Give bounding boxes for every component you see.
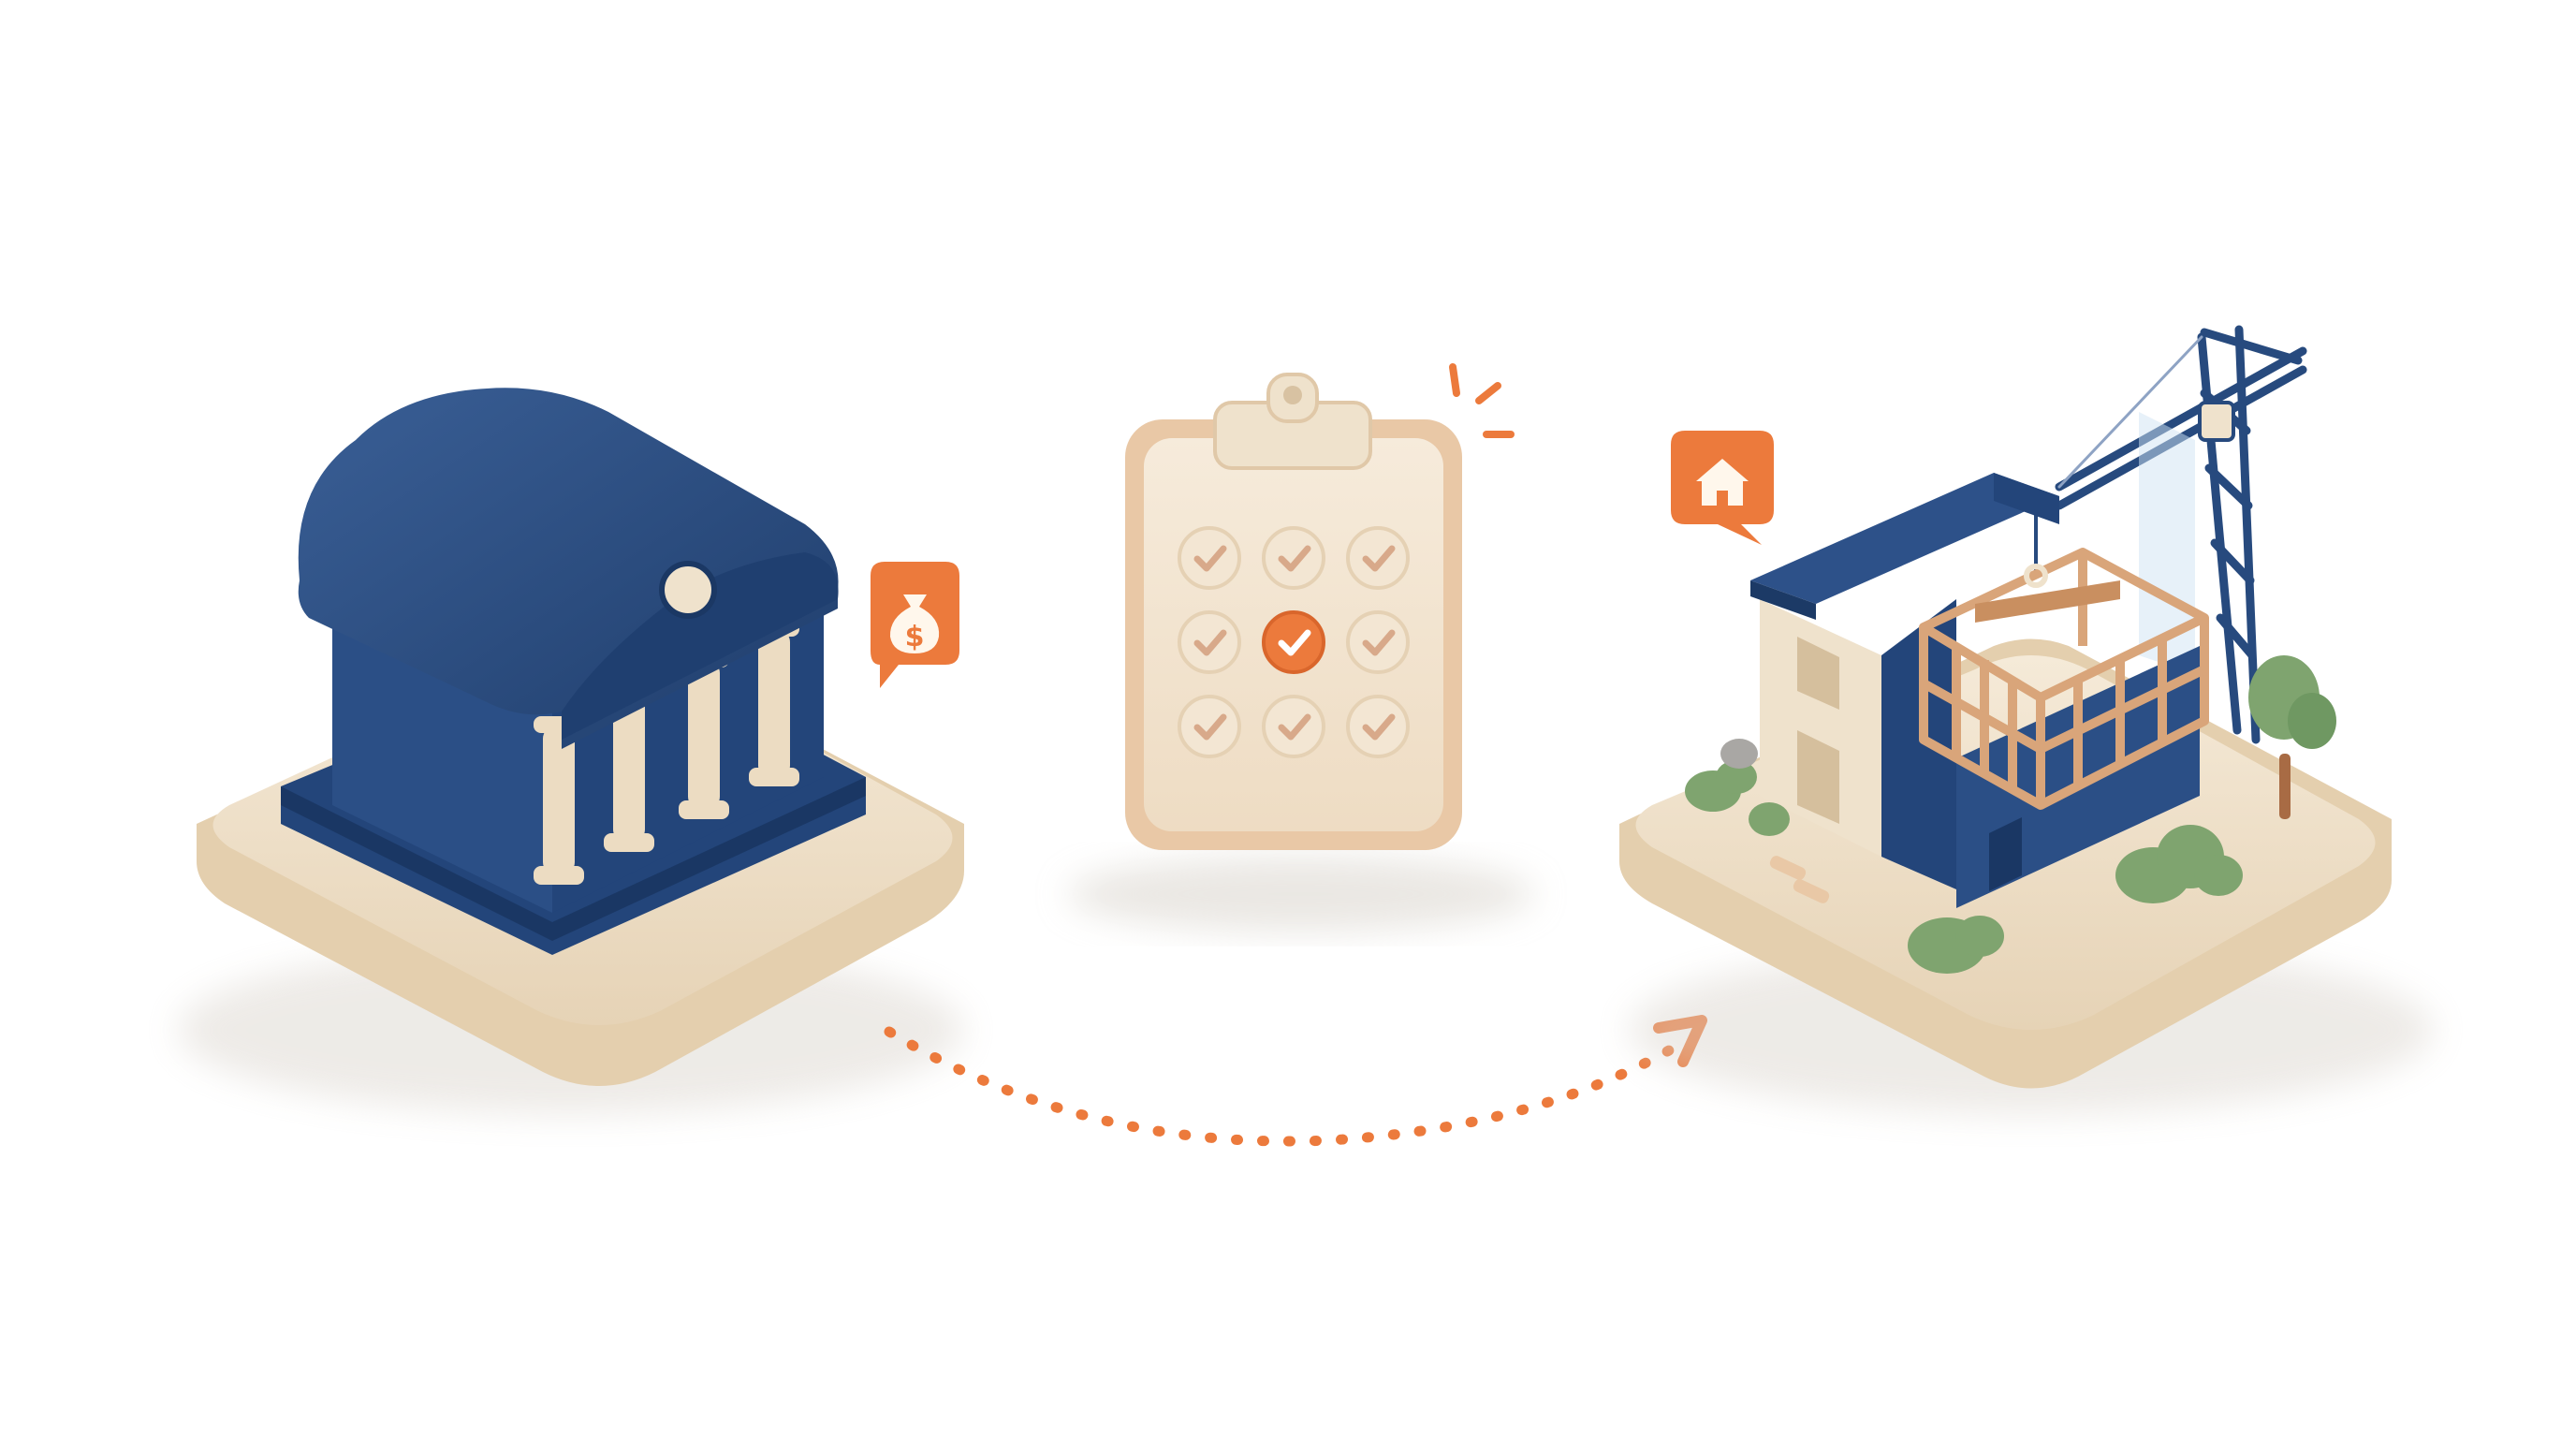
construction-tile	[1619, 325, 2434, 1114]
bank-columns	[534, 620, 799, 885]
shrubs	[1685, 760, 2243, 974]
flow-arrow	[884, 1015, 1707, 1147]
check-icon	[1278, 629, 1311, 656]
checklist-item	[1346, 695, 1410, 758]
bank-roof-medallion	[659, 561, 717, 619]
bank-building	[281, 388, 866, 955]
checklist-item-circle	[1262, 610, 1325, 674]
checklist-clipboard	[1067, 363, 1535, 932]
check-icon	[1278, 713, 1311, 741]
hanging-beam	[1975, 580, 2120, 623]
home-badge	[1671, 431, 1774, 545]
checklist-item	[1178, 695, 1241, 758]
home-icon	[1696, 459, 1749, 506]
checklist-item	[1262, 610, 1325, 674]
check-icon	[1278, 545, 1311, 572]
clipboard-shadow	[1067, 857, 1535, 932]
check-icon	[1362, 545, 1396, 572]
checklist-item-circle	[1346, 695, 1410, 758]
checklist-item	[1346, 526, 1410, 590]
checklist-item-circle	[1346, 526, 1410, 590]
check-icon	[1362, 713, 1396, 741]
crane-cab	[2198, 401, 2235, 442]
money-bag-symbol: $	[905, 621, 925, 653]
bank-badge: $	[871, 562, 959, 688]
stepping-stones	[1769, 856, 1830, 903]
check-icon	[1362, 629, 1396, 656]
checklist-item	[1178, 526, 1241, 590]
checklist-item-circle	[1262, 695, 1325, 758]
house-navy-block	[1881, 599, 1956, 889]
checklist-item	[1346, 610, 1410, 674]
checklist-item-circle	[1262, 526, 1325, 590]
crane-hook	[2024, 564, 2048, 588]
checklist-item-circle	[1346, 610, 1410, 674]
house-cream-block	[1760, 599, 1881, 857]
checklist-item	[1262, 526, 1325, 590]
checklist-item	[1262, 695, 1325, 758]
bank-tile: $	[178, 388, 964, 1114]
money-bag-icon: $	[889, 594, 940, 653]
checklist-item-circle	[1178, 610, 1241, 674]
check-icon	[1193, 713, 1227, 741]
tree	[2248, 655, 2336, 819]
check-icon	[1193, 545, 1227, 572]
check-icon	[1193, 629, 1227, 656]
checklist-grid	[1178, 526, 1410, 758]
timber-frame	[1919, 548, 2209, 810]
dotted-arrow-icon	[884, 1026, 1681, 1147]
rock	[1720, 739, 1758, 769]
checklist-item-circle	[1178, 526, 1241, 590]
checklist-item	[1178, 610, 1241, 674]
sparkle-icon	[1449, 363, 1515, 438]
checklist-item-circle	[1178, 695, 1241, 758]
house-roof	[1750, 473, 2059, 604]
